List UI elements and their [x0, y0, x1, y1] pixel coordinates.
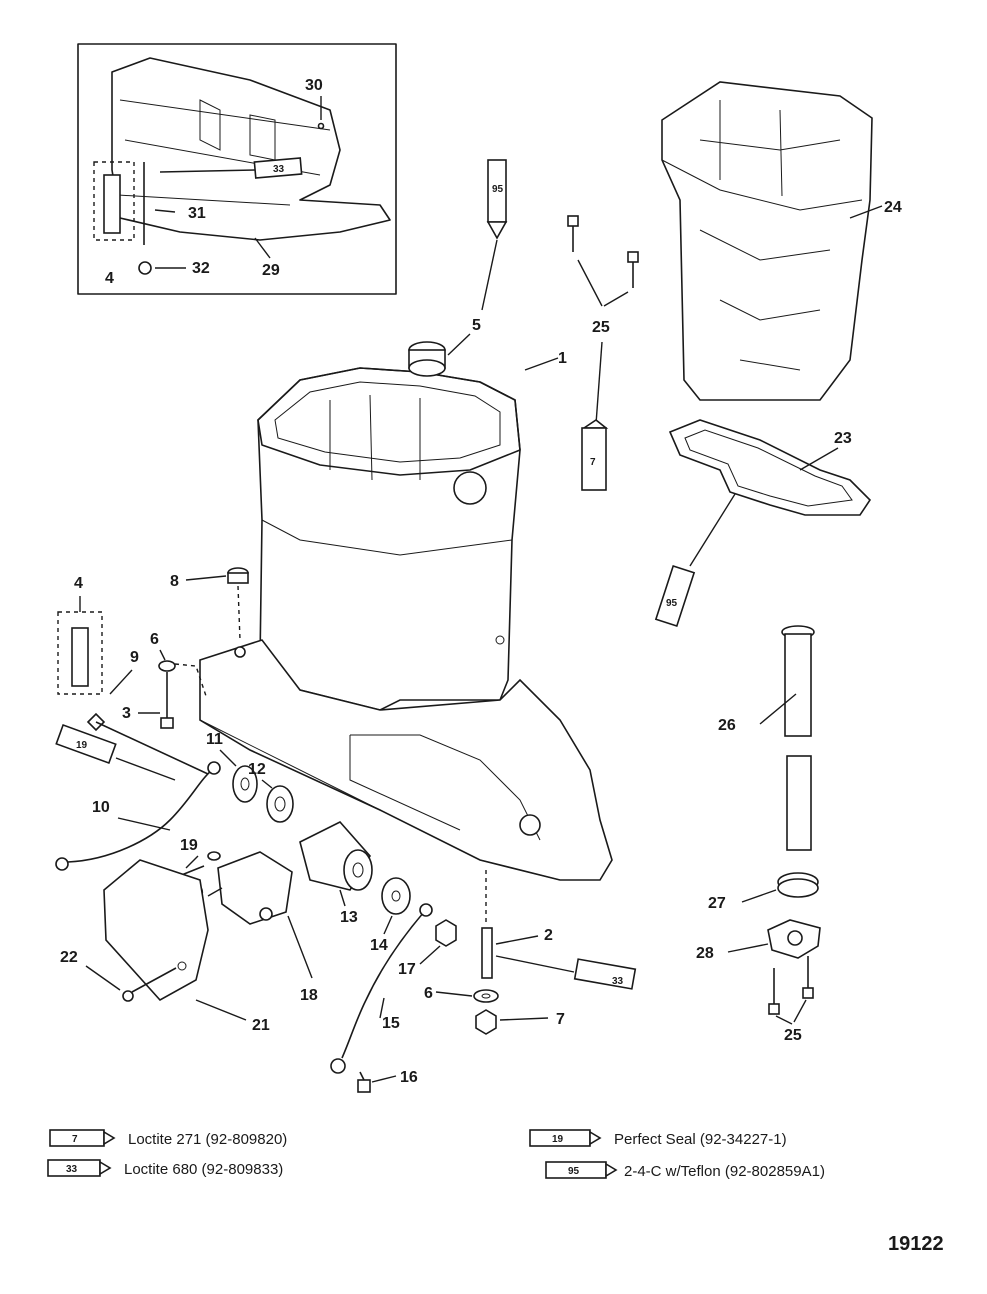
part-6-washer-and-3-screw: 6 3 — [122, 631, 207, 729]
callout-22: 22 — [60, 949, 78, 966]
callout-24: 24 — [884, 199, 902, 216]
part-21-cover: 21 — [103, 859, 270, 1034]
part-22-screw: 22 — [60, 949, 177, 1002]
part-17-nut: 17 — [398, 919, 457, 978]
callout-4-main: 4 — [74, 575, 83, 592]
callout-14: 14 — [370, 937, 388, 954]
legend-tube-7: 7 — [72, 1134, 78, 1145]
part-5-seal: 5 — [408, 317, 481, 377]
callout-13: 13 — [340, 909, 358, 926]
callout-18: 18 — [300, 987, 318, 1004]
part-25-screws-top: 25 — [567, 215, 639, 425]
part-6-washer-bottom: 6 — [424, 985, 499, 1003]
callout-1: 1 — [558, 350, 567, 367]
callout-16: 16 — [400, 1069, 418, 1086]
callout-17: 17 — [398, 961, 416, 978]
legend-tube-19: 19 — [552, 1134, 564, 1145]
callout-31: 31 — [188, 205, 206, 222]
part-28-water-tube-seal: 28 25 — [696, 919, 821, 1044]
callout-19: 19 — [180, 837, 198, 854]
sealant-tube-95-top: 95 — [481, 159, 508, 311]
callout-30: 30 — [305, 77, 323, 94]
part-10-ground-wire: 10 — [55, 761, 221, 871]
tube-label-95-top: 95 — [492, 184, 504, 195]
driveshaft-housing: 1 — [199, 350, 613, 881]
sealant-tube-33-bottom: 33 — [495, 955, 637, 990]
inset-detail-box: 33 30 31 4 32 29 — [77, 43, 397, 295]
legend-tube-33: 33 — [66, 1164, 78, 1175]
tube-label-33-bottom: 33 — [612, 976, 624, 987]
part-24-cover: 24 — [661, 81, 902, 401]
callout-4-inset: 4 — [105, 270, 114, 287]
legend-item-7: 7 Loctite 271 (92-809820) — [49, 1129, 287, 1148]
part-27-grommet: 27 — [708, 872, 819, 912]
legend-item-19: 19 Perfect Seal (92-34227-1) — [529, 1129, 787, 1148]
callout-11: 11 — [206, 731, 223, 748]
callout-15: 15 — [382, 1015, 400, 1032]
sealant-tube-95-gasket: 95 — [654, 564, 696, 628]
tube-label-7-mid: 7 — [590, 457, 596, 468]
part-12-washer: 12 — [248, 761, 294, 823]
part-9-long-bolt: 9 — [86, 649, 209, 775]
legend-item-33: 33 Loctite 680 (92-809833) — [47, 1159, 283, 1178]
inset-sealant-tube-33: 33 — [159, 157, 303, 179]
callout-26: 26 — [718, 717, 736, 734]
part-4-stud-detail: 4 — [57, 575, 103, 695]
inset-tube-label: 33 — [273, 164, 285, 175]
callout-23: 23 — [834, 430, 852, 447]
legend-text-95: 2-4-C w/Teflon (92-802859A1) — [624, 1163, 825, 1180]
legend-text-19: Perfect Seal (92-34227-1) — [614, 1131, 787, 1148]
part-13-bushing: 13 — [299, 821, 373, 926]
legend-tube-95: 95 — [568, 1166, 580, 1177]
legend-item-95: 95 2-4-C w/Teflon (92-802859A1) — [545, 1161, 825, 1180]
callout-27: 27 — [708, 895, 726, 912]
callout-2: 2 — [544, 927, 553, 944]
part-11-washer: 11 — [206, 731, 258, 803]
part-26-water-tube: 26 — [718, 625, 815, 851]
callout-12: 12 — [248, 761, 266, 778]
part-7-nut: 7 — [475, 1009, 565, 1035]
legend-text-33: Loctite 680 (92-809833) — [124, 1161, 283, 1178]
tube-label-19: 19 — [76, 740, 88, 751]
callout-32: 32 — [192, 260, 210, 277]
legend-text-7: Loctite 271 (92-809820) — [128, 1131, 287, 1148]
part-14-washer: 14 — [370, 877, 411, 954]
inset-housing-part — [111, 57, 391, 241]
part-16-screw: 16 — [357, 1069, 418, 1093]
part-23-gasket: 23 — [668, 419, 872, 567]
part-8-plug: 8 — [170, 567, 249, 641]
part-2-stud: 2 — [481, 870, 553, 979]
sealant-tube-19-left: 19 — [55, 724, 176, 781]
part-18-leader: 18 — [287, 915, 318, 1004]
figure-number: 19122 — [888, 1233, 944, 1255]
callout-9: 9 — [130, 649, 139, 666]
callout-7: 7 — [556, 1011, 565, 1028]
callout-29: 29 — [262, 262, 280, 279]
callout-6-top: 6 — [150, 631, 159, 648]
callout-6-bottom: 6 — [424, 985, 433, 1002]
callout-10: 10 — [92, 799, 110, 816]
part-15-ground-wire: 15 — [330, 903, 433, 1074]
sealant-tube-7-mid: 7 — [581, 419, 609, 491]
callout-25-top: 25 — [592, 319, 610, 336]
callout-21: 21 — [252, 1017, 270, 1034]
tube-label-95-gasket: 95 — [666, 598, 678, 609]
callout-28: 28 — [696, 945, 714, 962]
callout-3: 3 — [122, 705, 131, 722]
callout-5: 5 — [472, 317, 481, 334]
sealant-legend: 7 Loctite 271 (92-809820) 33 Loctite 680… — [47, 1129, 825, 1180]
callout-25-bottom: 25 — [784, 1027, 802, 1044]
callout-8: 8 — [170, 573, 179, 590]
